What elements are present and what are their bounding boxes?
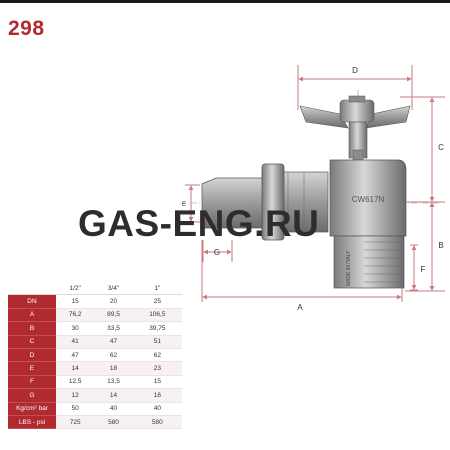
table-cell: 12,5 bbox=[56, 375, 95, 390]
table-cell: 47 bbox=[94, 335, 133, 349]
table-cell: 16 bbox=[132, 388, 182, 403]
dimension-e bbox=[185, 184, 200, 223]
row-label: D bbox=[8, 348, 56, 363]
row-label: Kg/cm² bar bbox=[8, 402, 56, 416]
table-cell: 76,2 bbox=[56, 308, 95, 323]
table-cell: 20 bbox=[94, 294, 133, 309]
row-label: A bbox=[8, 308, 56, 323]
column-header bbox=[8, 282, 56, 296]
dim-label-g: G bbox=[214, 248, 220, 257]
dim-label-f: F bbox=[421, 265, 426, 274]
spec-table-header: 1/2" 3/4" 1" bbox=[8, 282, 182, 296]
table-cell: 62 bbox=[94, 348, 133, 363]
row-label: LBS - psi bbox=[8, 415, 56, 430]
bottom-nut bbox=[333, 235, 405, 289]
dim-label-a: A bbox=[297, 303, 303, 312]
valve-body bbox=[329, 159, 407, 237]
table-cell: 580 bbox=[94, 415, 133, 430]
column-header: 3/4" bbox=[94, 282, 133, 296]
table-cell: 89,5 bbox=[94, 308, 133, 323]
product-code: 298 bbox=[8, 17, 45, 40]
table-cell: 725 bbox=[56, 415, 95, 430]
row-label: C bbox=[8, 335, 56, 349]
table-cell: 30 bbox=[56, 321, 95, 336]
table-cell: 14 bbox=[94, 388, 133, 403]
table-cell: 50 bbox=[56, 402, 95, 416]
row-label: B bbox=[8, 321, 56, 336]
table-cell: 47 bbox=[56, 348, 95, 363]
dim-label-c: C bbox=[438, 143, 444, 152]
watermark-text: GAS-ENG.RU bbox=[78, 203, 320, 244]
table-cell: 62 bbox=[132, 348, 182, 363]
table-cell: 580 bbox=[132, 415, 182, 430]
table-cell: 25 bbox=[132, 294, 182, 309]
butterfly-handle: O bbox=[299, 95, 411, 222]
table-cell: 14 bbox=[56, 361, 95, 376]
dimension-f bbox=[410, 244, 418, 291]
dim-label-b: B bbox=[438, 241, 443, 250]
table-cell: 39,75 bbox=[132, 321, 182, 336]
table-cell: 15 bbox=[56, 294, 95, 309]
table-cell: 18 bbox=[94, 361, 133, 376]
row-label: E bbox=[8, 361, 56, 376]
dim-label-d: D bbox=[352, 66, 358, 75]
dim-label-e: E bbox=[182, 202, 186, 208]
dimension-d bbox=[297, 65, 413, 110]
body-marking: CW617N bbox=[352, 195, 385, 204]
tail-piece bbox=[201, 177, 263, 229]
stem-nut bbox=[352, 149, 364, 161]
table-cell: 41 bbox=[56, 335, 95, 349]
thread-lines bbox=[364, 241, 400, 283]
row-label: DN bbox=[8, 294, 56, 309]
table-cell: 13,5 bbox=[94, 375, 133, 390]
table-cell: 12 bbox=[56, 388, 95, 403]
table-cell: 33,5 bbox=[94, 321, 133, 336]
nut-marking: MADE IN ITALY bbox=[346, 250, 352, 286]
column-header: 1" bbox=[132, 282, 182, 296]
table-cell: 40 bbox=[132, 402, 182, 416]
table-cell: 40 bbox=[94, 402, 133, 416]
dimension-c bbox=[400, 96, 445, 292]
table-cell: 106,5 bbox=[132, 308, 182, 323]
table-cell: 23 bbox=[132, 361, 182, 376]
top-rule bbox=[0, 0, 450, 3]
table-cell: 51 bbox=[132, 335, 182, 349]
row-label: F bbox=[8, 375, 56, 390]
row-label: G bbox=[8, 388, 56, 403]
column-header: 1/2" bbox=[56, 282, 95, 296]
table-cell: 15 bbox=[132, 375, 182, 390]
dimension-g bbox=[202, 240, 233, 262]
